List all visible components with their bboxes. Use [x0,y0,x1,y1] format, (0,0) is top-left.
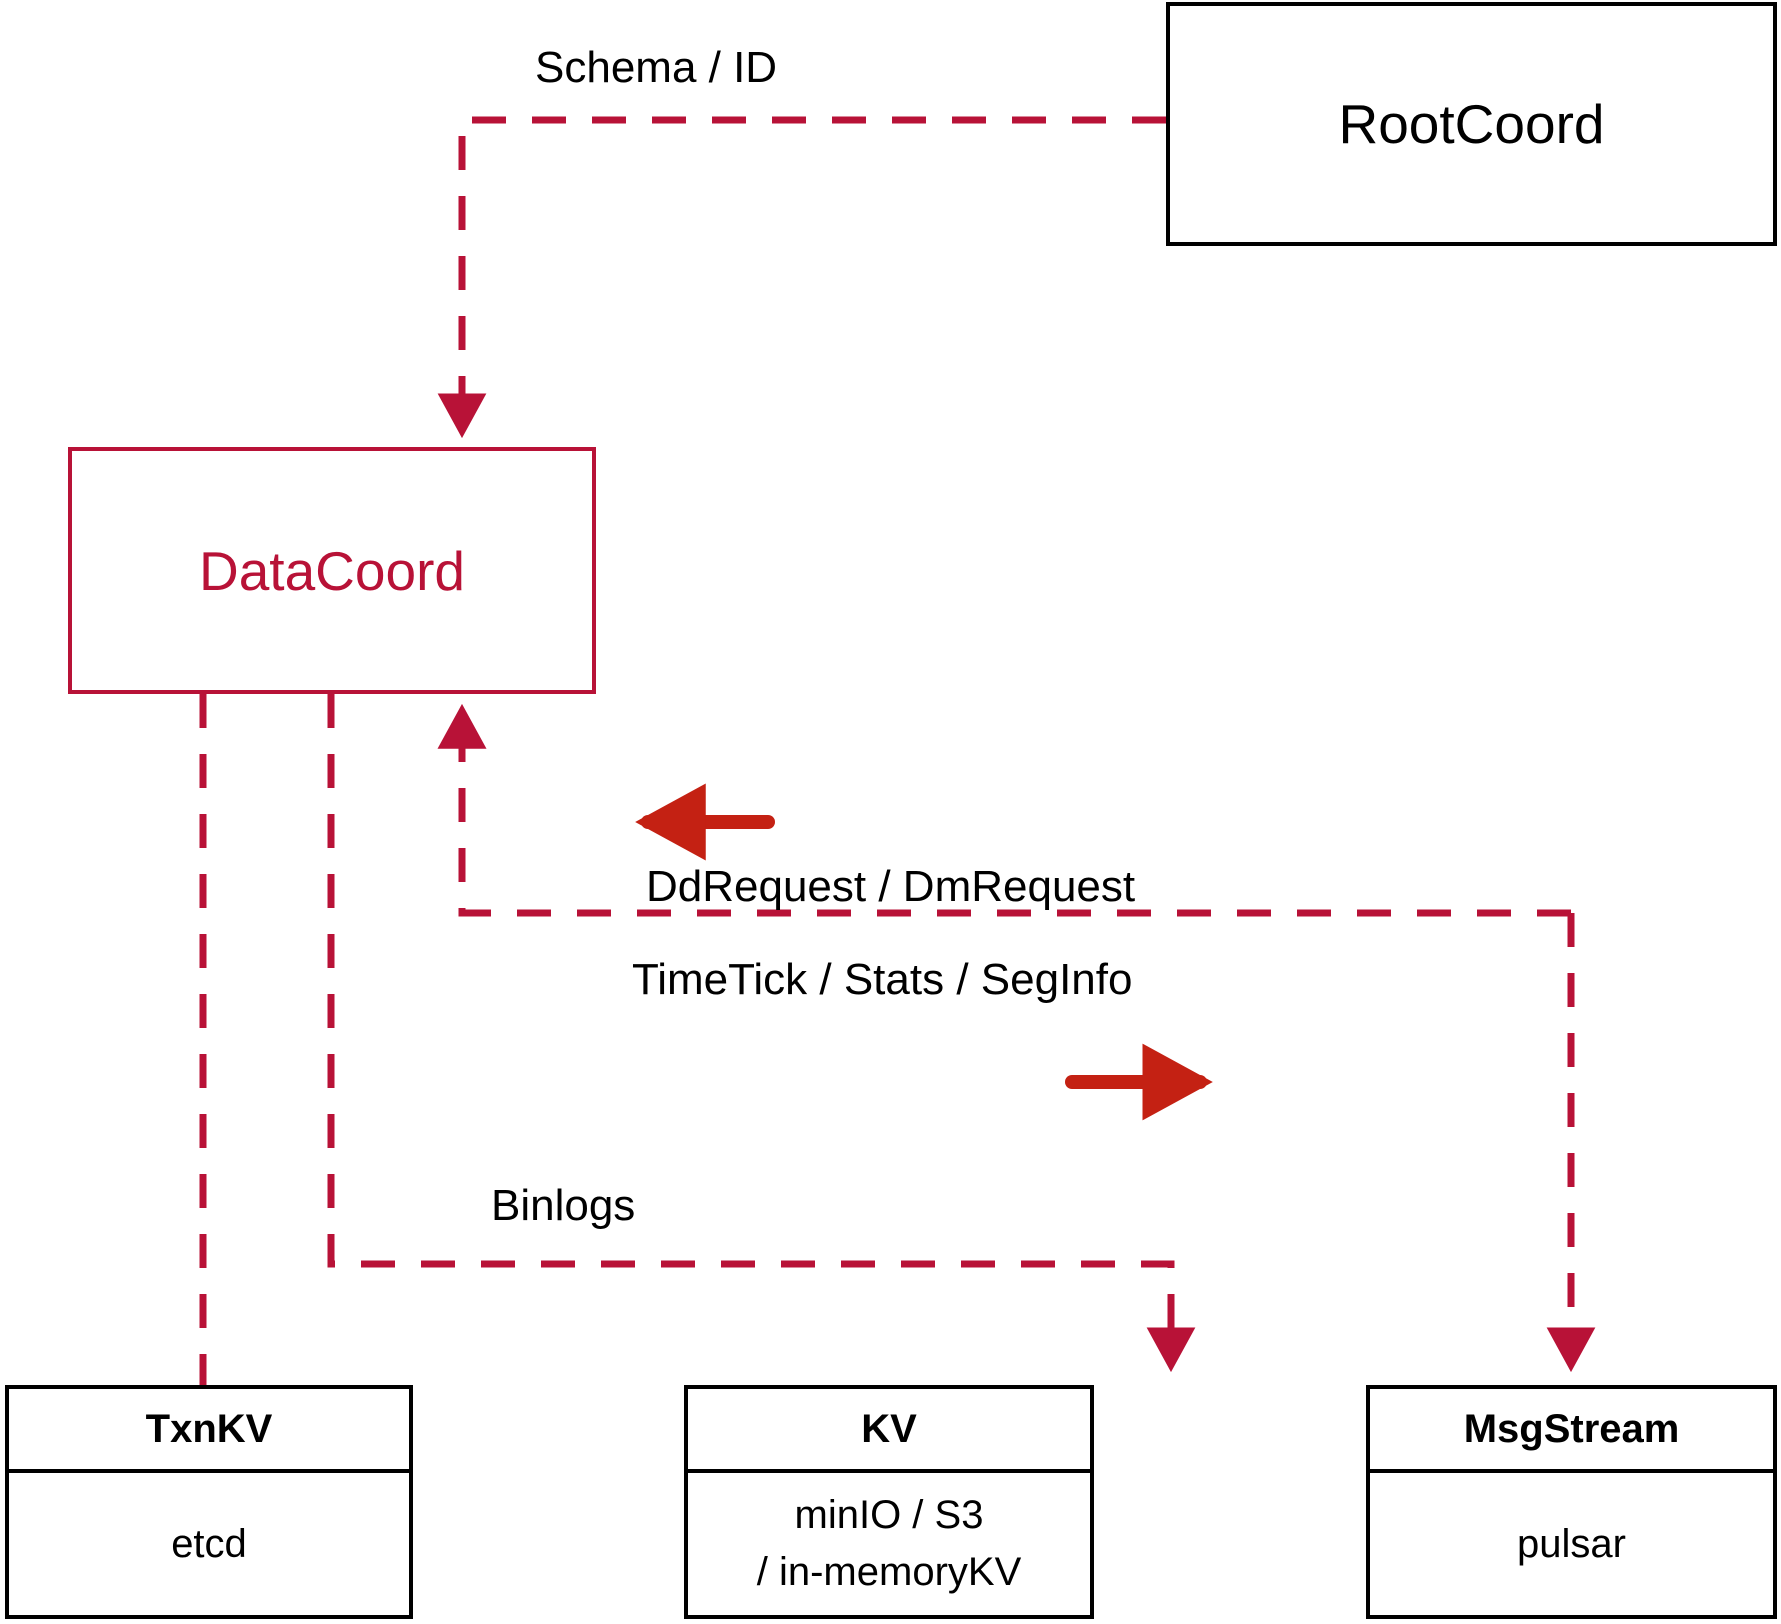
edge-label-schema-id: Schema / ID [535,43,778,92]
edge-label-timetick-stats-seginfo: TimeTick / Stats / SegInfo [632,955,1133,1004]
node-kv-line-0: minIO / S3 [794,1493,984,1538]
node-datacoord[interactable]: DataCoord [68,447,596,694]
node-msgstream[interactable]: MsgStream pulsar [1366,1385,1777,1619]
edge-label-ddrequest-dmrequest: DdRequest / DmRequest [646,862,1136,911]
edge-label-binlogs: Binlogs [491,1181,636,1230]
node-kv-line-1: / in-memoryKV [756,1550,1022,1594]
edge-schema-id [437,116,1166,439]
edge-ddrequest-dmrequest [437,703,1571,917]
node-msgstream-line-0: pulsar [1517,1521,1626,1566]
node-msgstream-body: pulsar [1370,1473,1773,1615]
node-datacoord-label: DataCoord [199,539,465,602]
node-kv-body: minIO / S3 / in-memoryKV [688,1473,1090,1615]
edge-binlogs [327,694,1196,1373]
node-kv-header: KV [688,1389,1090,1473]
node-txnkv-line-0: etcd [171,1521,247,1566]
node-txnkv[interactable]: TxnKV etcd [5,1385,413,1619]
node-rootcoord-label: RootCoord [1338,93,1605,155]
node-msgstream-header: MsgStream [1370,1389,1773,1473]
node-txnkv-body: etcd [9,1473,409,1615]
node-rootcoord[interactable]: RootCoord [1166,2,1777,246]
node-kv[interactable]: KV minIO / S3 / in-memoryKV [684,1385,1094,1619]
node-txnkv-header: TxnKV [9,1389,409,1473]
